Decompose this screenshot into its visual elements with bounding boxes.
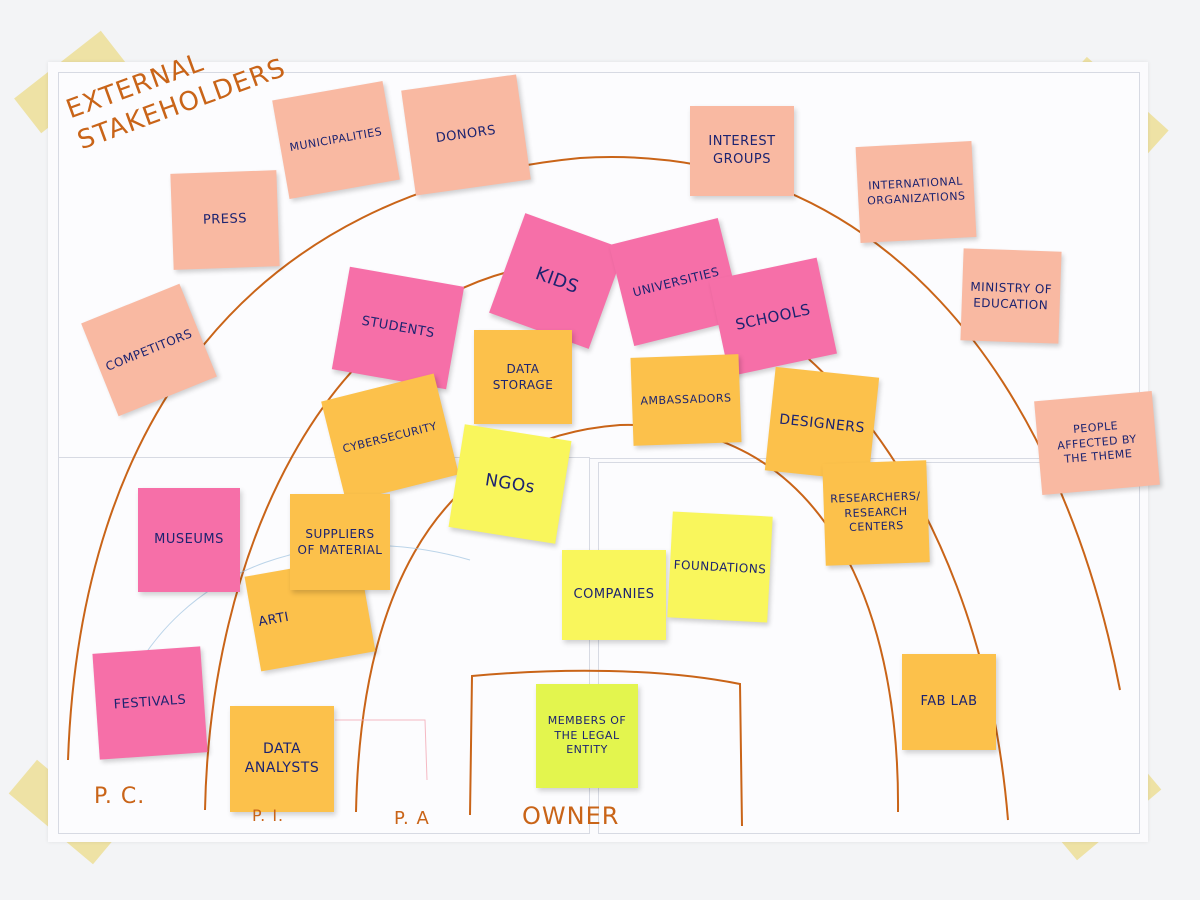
note-suppliers-of-material: SUPPLIERS OF MATERIAL <box>290 494 390 590</box>
faint-pencil-arc <box>119 544 471 701</box>
note-foundations: FOUNDATIONS <box>667 511 773 623</box>
note-interest-groups: INTEREST GROUPS <box>690 106 794 196</box>
note-donors: DONORS <box>401 74 531 196</box>
label-owner: OWNER <box>522 802 620 830</box>
label-pi: P. I. <box>252 806 285 825</box>
inner-arc <box>355 423 900 813</box>
note-students: STUDENTS <box>331 266 465 390</box>
note-researchers: RESEARCHERS/ RESEARCH CENTERS <box>822 460 930 566</box>
note-ministry-of-education: MINISTRY OF EDUCATION <box>960 248 1062 344</box>
note-municipalities: MUNICIPALITIES <box>272 81 400 199</box>
note-museums: MUSEUMS <box>138 488 240 592</box>
note-festivals: FESTIVALS <box>92 646 208 760</box>
label-pc: P. C. <box>94 784 146 809</box>
note-data-analysts: DATA ANALYSTS <box>230 706 334 812</box>
note-companies: COMPANIES <box>562 550 666 640</box>
outer-arc <box>67 156 1121 761</box>
owner-box <box>469 669 743 827</box>
note-press: PRESS <box>170 170 280 270</box>
note-data-storage: DATA STORAGE <box>474 330 572 424</box>
label-pa: P. A <box>394 808 430 829</box>
note-people-affected: PEOPLE AFFECTED BY THE THEME <box>1034 391 1160 495</box>
note-ambassadors: AMBASSADORS <box>630 354 742 446</box>
faint-pencil-line <box>335 719 428 781</box>
note-international-organizations: INTERNATIONAL ORGANIZATIONS <box>855 141 977 243</box>
note-ngos: NGOs <box>448 424 572 544</box>
note-members-of-legal-entity: MEMBERS OF THE LEGAL ENTITY <box>536 684 638 788</box>
note-fab-lab: FAB LAB <box>902 654 996 750</box>
